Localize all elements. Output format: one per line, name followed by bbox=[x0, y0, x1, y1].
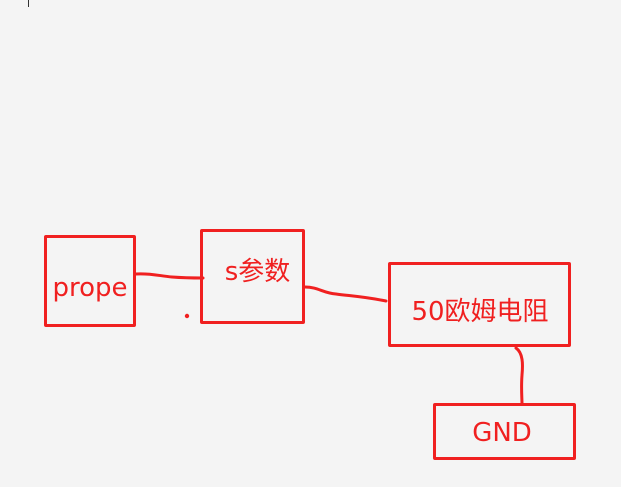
edge-s-r bbox=[303, 285, 388, 303]
text-cursor bbox=[28, 0, 29, 7]
stray-dot-mark bbox=[184, 313, 190, 319]
node-s-parameters: s参数 bbox=[200, 229, 305, 324]
edge-r-gnd bbox=[514, 346, 524, 406]
node-50-ohm-resistor: 50欧姆电阻 bbox=[388, 262, 571, 347]
node-gnd: GND bbox=[433, 403, 576, 460]
edge-prope-s bbox=[134, 272, 205, 280]
node-prope-label: prope bbox=[52, 273, 128, 303]
node-50-ohm-resistor-label: 50欧姆电阻 bbox=[411, 297, 549, 327]
node-prope: prope bbox=[44, 235, 136, 327]
node-s-parameters-label: s参数 bbox=[224, 256, 291, 287]
node-gnd-label: GND bbox=[472, 418, 532, 448]
